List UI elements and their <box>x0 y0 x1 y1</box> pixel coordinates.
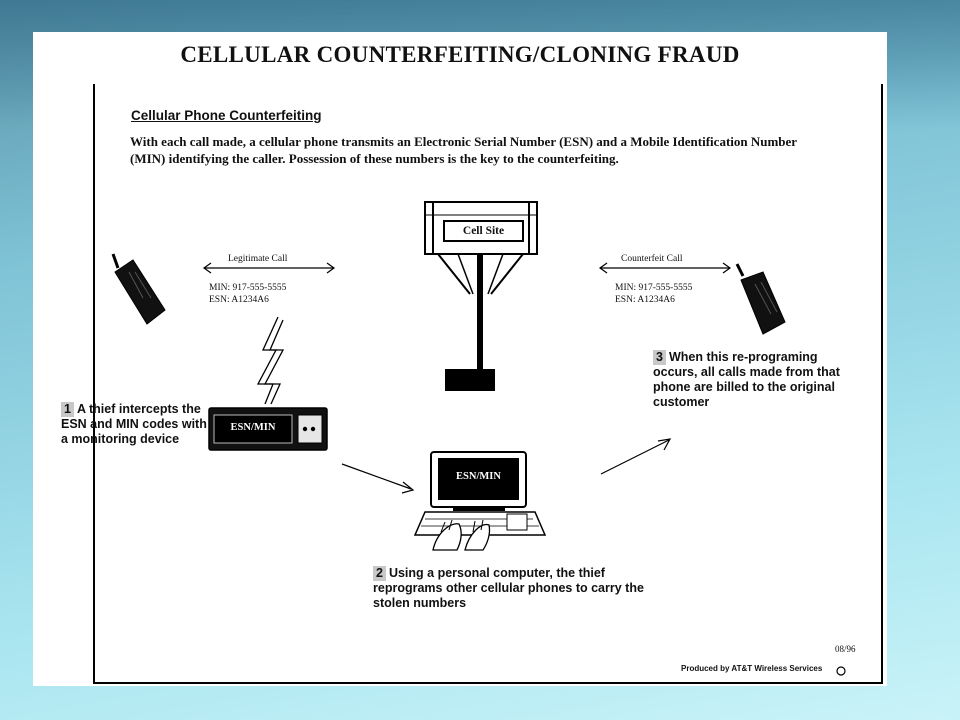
cell-site-label: Cell Site <box>443 220 524 242</box>
step-3-text: When this re-programing occurs, all call… <box>653 350 840 409</box>
legitimate-call-label: Legitimate Call <box>228 254 288 264</box>
producer-credit: Produced by AT&T Wireless Services <box>681 664 823 673</box>
step-1-text: A thief intercepts the ESN and MIN codes… <box>61 402 207 446</box>
document-frame <box>93 84 883 684</box>
phone-left-icon <box>111 253 166 325</box>
personal-computer-icon <box>413 451 547 551</box>
legitimate-call-min: MIN: 917-555-5555 <box>209 283 287 293</box>
legitimate-call-arrow <box>202 262 336 274</box>
step-3-number: 3 <box>653 350 666 365</box>
device-screen-text: ESN/MIN <box>230 422 276 433</box>
document-subtitle: Cellular Phone Counterfeiting <box>131 108 322 123</box>
step-2-number: 2 <box>373 566 386 581</box>
monitoring-device-icon <box>208 407 328 451</box>
legitimate-call-esn: ESN: A1234A6 <box>209 295 269 305</box>
step-1-number: 1 <box>61 402 74 417</box>
step-2-text: Using a personal computer, the thief rep… <box>373 566 644 610</box>
arrow-computer-to-phone <box>600 438 672 475</box>
counterfeit-call-arrow <box>598 262 732 274</box>
counterfeit-call-min: MIN: 917-555-5555 <box>615 283 693 293</box>
att-globe-icon <box>836 666 846 676</box>
intro-paragraph: With each call made, a cellular phone tr… <box>130 134 797 166</box>
counterfeit-call-esn: ESN: A1234A6 <box>615 295 675 305</box>
document-title: CELLULAR COUNTERFEITING/CLONING FRAUD <box>180 42 740 67</box>
arrow-device-to-computer <box>341 463 415 494</box>
document-sheet: CELLULAR COUNTERFEITING/CLONING FRAUD Ce… <box>33 32 887 686</box>
lightning-bolt-icon <box>256 316 285 405</box>
computer-screen-text: ESN/MIN <box>456 471 501 482</box>
document-date: 08/96 <box>835 644 856 654</box>
counterfeit-call-label: Counterfeit Call <box>621 254 683 264</box>
phone-right-icon <box>735 263 786 335</box>
